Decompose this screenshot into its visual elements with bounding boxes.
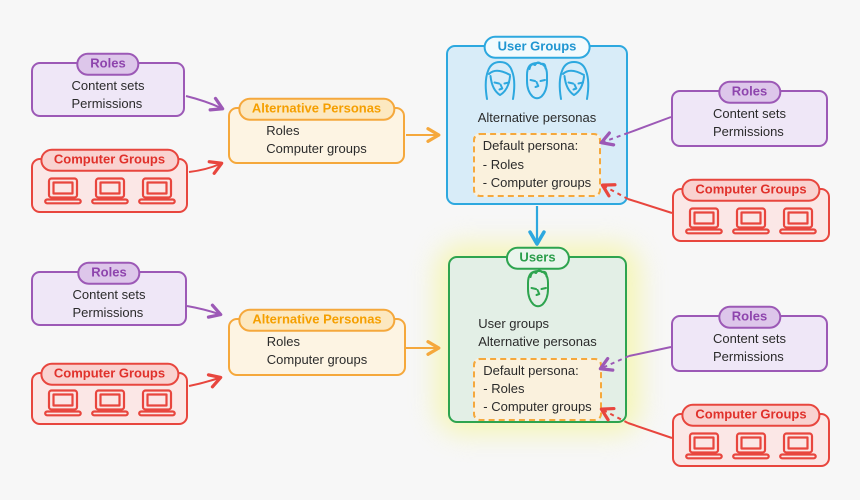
user-groups-subtitle: Alternative personas [477,110,597,125]
arrow-roles-to-personas-bottom [186,303,223,319]
personas-item: Computer groups [266,141,367,157]
default-persona-item: - Roles [483,381,525,397]
line-computergroups-right-bottom [627,422,673,439]
default-persona-item: - Computer groups [482,174,592,190]
computer-groups-pill: Computer Groups [681,403,821,427]
laptop-icon [779,432,817,460]
personas-item: Computer groups [266,352,368,368]
laptop-icon [90,389,129,417]
user-groups-box: User Groups Alternative personas Default… [446,35,628,205]
roles-box-bottom-right: Roles Content sets Permissions [671,305,828,372]
laptop-icon [685,207,723,235]
laptop-icon [90,177,129,205]
alternative-personas-pill: Alternative Personas [237,97,396,121]
users-box: Users User groups Alternative personas D… [448,246,627,423]
personas-item: Roles [266,123,300,138]
alternative-personas-box-top: Alternative Personas Roles Computer grou… [228,97,405,164]
alternative-personas-pill: Alternative Personas [238,308,396,332]
laptop-icon [732,207,770,235]
users-item: User groups [478,316,550,331]
users-item: Alternative personas [478,334,597,350]
default-persona-item: - Computer groups [483,399,592,415]
line-computergroups-right-top [627,198,673,214]
man-face-icon [526,269,549,308]
roles-item: Content sets [713,106,786,121]
arrow-roles-to-personas-top [185,95,225,112]
man-face-icon [526,61,548,100]
roles-item: Content sets [71,78,145,93]
computer-groups-pill: Computer Groups [39,362,180,386]
default-persona-item: - Roles [482,156,524,172]
default-persona-box-bottom: Default persona: - Roles - Computer grou… [473,357,602,422]
user-groups-pill: User Groups [483,35,591,59]
default-persona-heading: Default persona: [483,362,579,378]
laptop-icon [137,177,176,205]
computer-groups-box-top-left: Computer Groups [31,148,188,213]
personas-item: Roles [266,334,301,349]
roles-item: Content sets [713,331,786,346]
roles-item: Permissions [713,349,784,365]
roles-item: Permissions [713,124,784,140]
roles-pill: Roles [717,80,782,104]
computer-groups-box-top-right: Computer Groups [672,178,830,242]
woman-face-icon [484,61,516,100]
roles-pill: Roles [76,52,140,76]
woman-face-icon [558,61,590,100]
laptop-icon [732,432,770,460]
roles-item: Permissions [72,305,144,321]
computer-groups-pill: Computer Groups [39,148,180,172]
laptop-icon [43,389,82,417]
line-roles-right-top [627,116,672,134]
default-persona-box-top: Default persona: - Roles - Computer grou… [472,133,602,198]
computer-groups-pill: Computer Groups [681,178,821,202]
alternative-personas-box-bottom: Alternative Personas Roles Computer grou… [228,308,406,376]
computer-groups-box-bottom-left: Computer Groups [31,362,188,425]
laptop-icon [43,177,82,205]
computer-groups-box-bottom-right: Computer Groups [672,403,830,467]
roles-box-top-right: Roles Content sets Permissions [671,80,828,147]
laptop-icon [779,207,817,235]
roles-item: Content sets [72,287,146,302]
roles-pill: Roles [77,261,141,285]
laptop-icon [685,432,723,460]
laptop-icon [137,389,176,417]
arrow-computergroups-to-personas-bottom [188,373,223,389]
roles-pill: Roles [717,305,782,329]
arrow-computergroups-to-personas-top [188,160,224,175]
roles-box-top-left: Roles Content sets Permissions [31,52,185,117]
roles-box-bottom-left: Roles Content sets Permissions [31,261,187,326]
default-persona-heading: Default persona: [482,138,579,154]
users-pill: Users [505,246,570,270]
roles-item: Permissions [71,96,143,112]
